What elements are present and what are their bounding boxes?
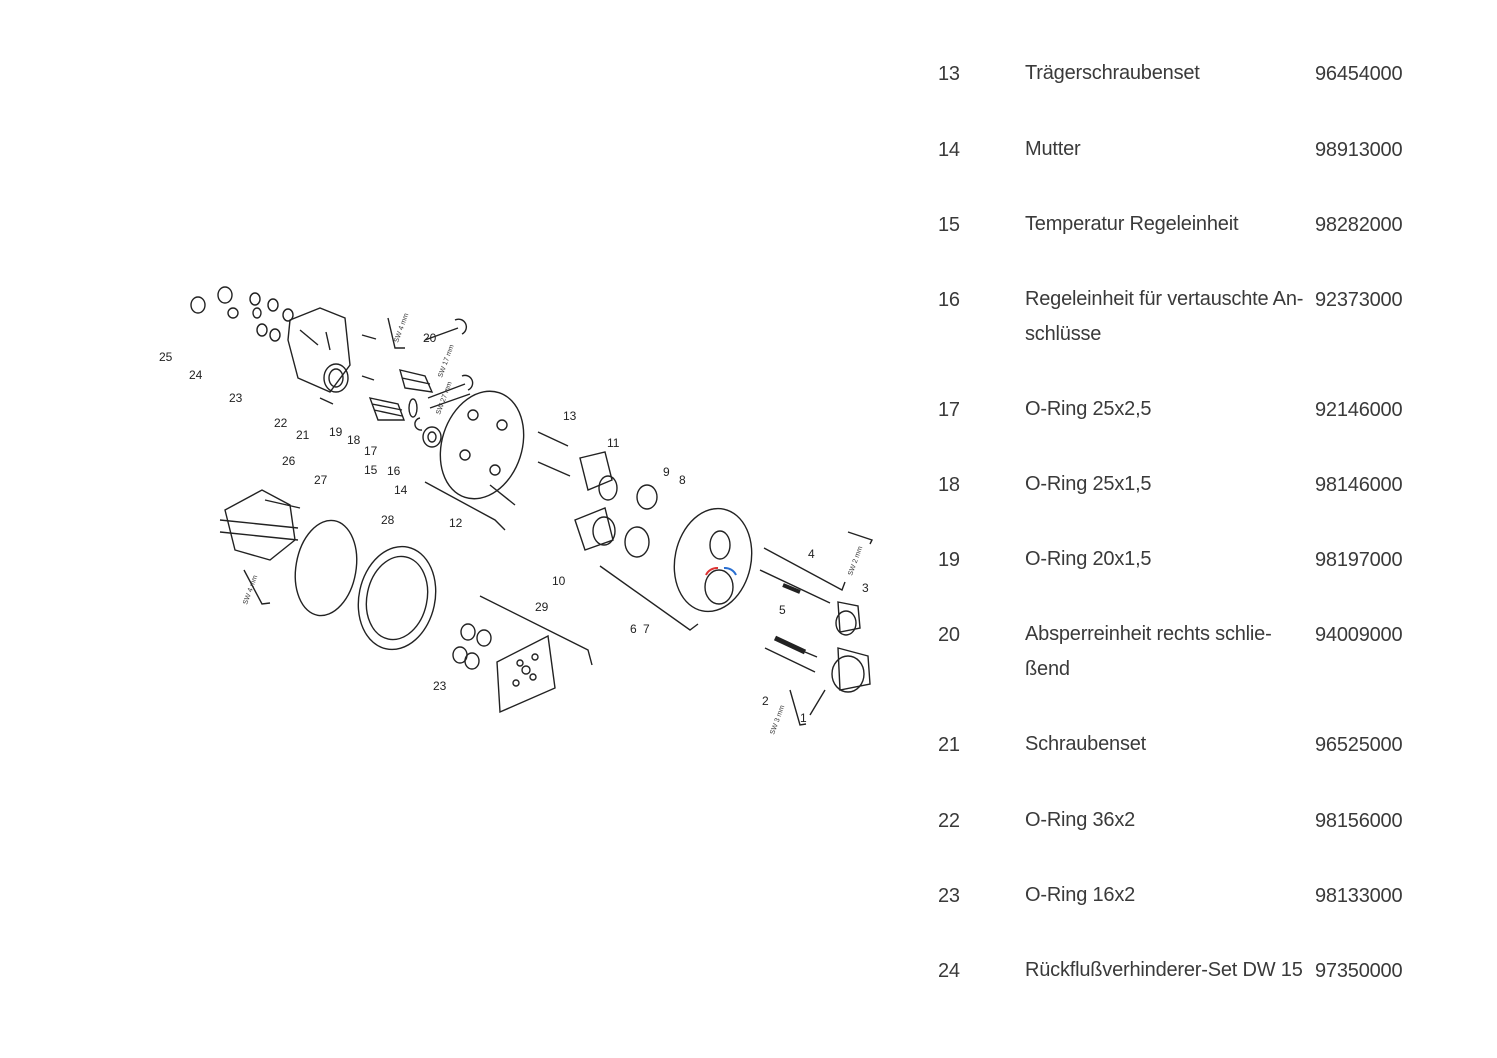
callout-12: 12 (449, 516, 463, 530)
callout-19: 19 (329, 425, 343, 439)
part-number: 16 (938, 289, 960, 311)
article-code: 92373000 (1315, 289, 1403, 311)
tool-label-sw27: SW 27 mm (435, 381, 453, 416)
part-number: 19 (938, 549, 960, 571)
part-number: 23 (938, 885, 960, 907)
callout-21: 21 (296, 428, 310, 442)
diagram-svg: 1 2 3 4 5 6 7 8 9 10 11 12 13 14 15 16 1… (159, 286, 873, 736)
part-description: Schraubenset (1025, 733, 1147, 755)
exploded-parts-diagram: 1 2 3 4 5 6 7 8 9 10 11 12 13 14 15 16 1… (150, 270, 890, 750)
article-code: 96454000 (1315, 63, 1403, 85)
callout-14: 14 (394, 483, 408, 497)
tool-label-sw4: SW 4 mm (393, 312, 410, 343)
article-code: 96525000 (1315, 734, 1403, 756)
part-description: O-Ring 16x2 (1025, 884, 1136, 906)
callout-20: 20 (423, 331, 437, 345)
callout-17: 17 (364, 444, 378, 458)
part-description: Mutter (1025, 138, 1081, 160)
part-number: 24 (938, 960, 960, 982)
part-description: Trägerschraubenset (1025, 62, 1200, 84)
part-description: O-Ring 25x1,5 (1025, 473, 1152, 495)
callout-24: 24 (189, 368, 203, 382)
callout-23-lower: 23 (433, 679, 447, 693)
wrench-tool (424, 318, 468, 341)
part-description: Temperatur Regeleinheit (1025, 213, 1239, 235)
part-number: 13 (938, 63, 960, 85)
callout-10: 10 (552, 574, 566, 588)
thermostat-cartridge (368, 397, 406, 421)
part-description: O-Ring 25x2,5 (1025, 398, 1152, 420)
callout-5: 5 (779, 603, 786, 617)
part-description: Regeleinheit für vertauschte An-schlüsse (1025, 288, 1304, 345)
article-code: 97350000 (1315, 960, 1403, 982)
article-code: 98913000 (1315, 139, 1403, 161)
callout-16: 16 (387, 464, 401, 478)
callout-6: 6 (630, 622, 637, 636)
tool-label-sw3: SW 3 mm (769, 704, 786, 735)
callout-8: 8 (679, 473, 686, 487)
article-code: 92146000 (1315, 399, 1403, 421)
part-number: 20 (938, 624, 960, 646)
article-code: 98156000 (1315, 810, 1403, 832)
valve-body (287, 307, 351, 393)
callout-22: 22 (274, 416, 288, 430)
bushing-11 (579, 451, 613, 491)
part-description: Absperreinheit rechts schlie-ßend (1025, 623, 1272, 680)
check-valve-part (190, 296, 206, 314)
shutoff-unit (399, 369, 434, 393)
callout-13: 13 (563, 409, 577, 423)
callout-23: 23 (229, 391, 243, 405)
callout-7: 7 (643, 622, 650, 636)
hex-key-tool (387, 317, 405, 349)
callout-4: 4 (808, 547, 815, 561)
tool-label-sw17: SW 17 mm (437, 344, 455, 379)
handle-1 (837, 647, 871, 691)
tool-label-sw4-lower: SW 4 mm (242, 574, 259, 605)
mounting-plate-29 (496, 634, 556, 714)
callout-15: 15 (364, 463, 378, 477)
callout-18: 18 (347, 433, 361, 447)
part-number: 17 (938, 399, 960, 421)
callout-25: 25 (159, 350, 173, 364)
part-number: 18 (938, 474, 960, 496)
article-code: 94009000 (1315, 624, 1403, 646)
escutcheon-plate (673, 507, 753, 613)
large-o-ring (294, 519, 358, 617)
tool-label-sw2: SW 2 mm (847, 545, 864, 576)
part-description: O-Ring 20x1,5 (1025, 548, 1152, 570)
part-number: 15 (938, 214, 960, 236)
check-valve-part (217, 286, 233, 304)
part-number: 21 (938, 734, 960, 756)
callout-2: 2 (762, 694, 769, 708)
hex-key-tool (243, 569, 271, 605)
callout-26: 26 (282, 454, 296, 468)
callout-27: 27 (314, 473, 328, 487)
callout-29: 29 (535, 600, 549, 614)
handle-3 (837, 601, 861, 633)
callout-9: 9 (663, 465, 670, 479)
callout-11: 11 (607, 436, 620, 450)
mounting-plate (439, 390, 525, 500)
part-description: Rückflußverhinderer-Set DW 15 (1025, 959, 1303, 981)
article-code: 98282000 (1315, 214, 1403, 236)
article-code: 98146000 (1315, 474, 1403, 496)
callout-3: 3 (862, 581, 869, 595)
plaster-ring (357, 545, 437, 651)
callout-28: 28 (381, 513, 395, 527)
article-code: 98197000 (1315, 549, 1403, 571)
part-number: 14 (938, 139, 960, 161)
part-number: 22 (938, 810, 960, 832)
callout-1: 1 (800, 711, 807, 725)
part-description: O-Ring 36x2 (1025, 809, 1136, 831)
rough-in-body (224, 489, 296, 561)
article-code: 98133000 (1315, 885, 1403, 907)
